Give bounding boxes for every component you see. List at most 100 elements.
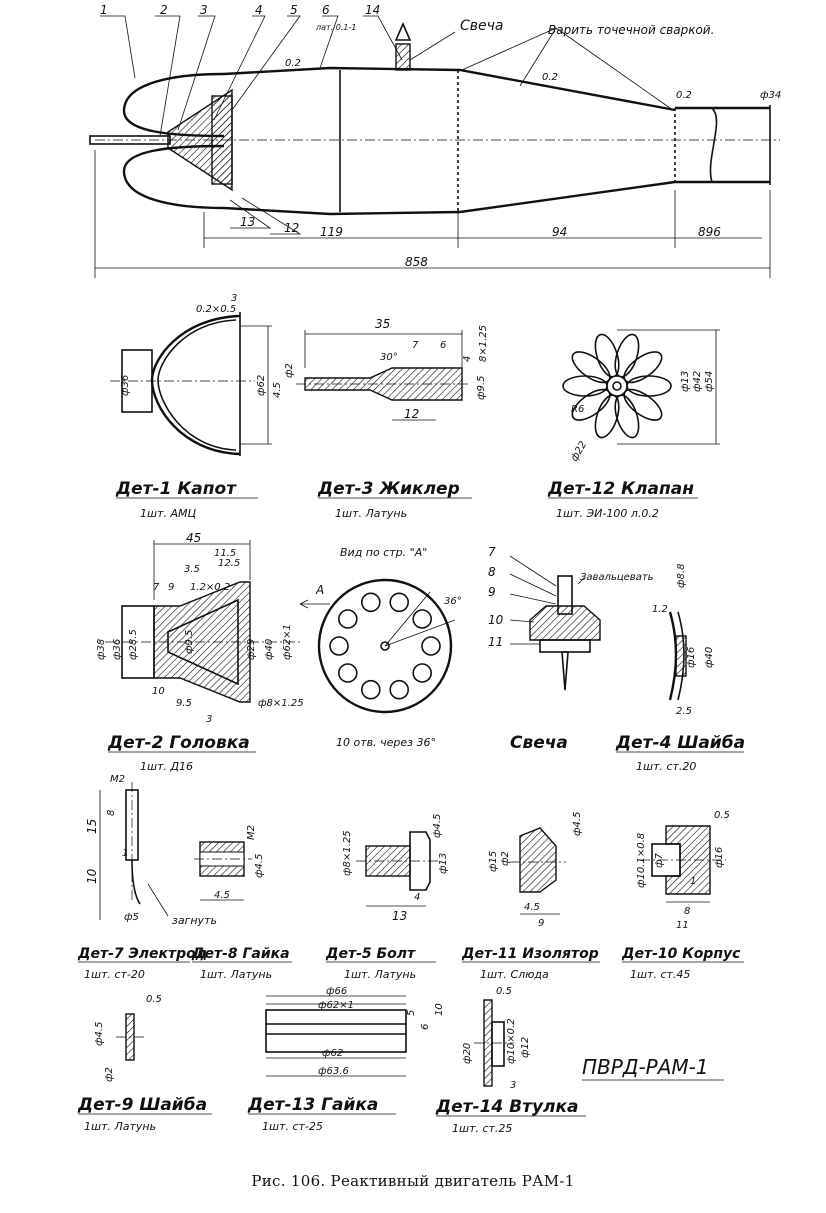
- leader-5: 5: [290, 3, 298, 17]
- d14-dim-2: ф10×0.2: [506, 1018, 517, 1064]
- d7-spec: 1шт. ст-20: [84, 968, 145, 981]
- thickness-3: 0.2: [676, 90, 692, 101]
- d12-dim-0: R6: [571, 404, 584, 415]
- d1-dim-3: ф62: [256, 375, 267, 396]
- d4-dim-3: ф40: [704, 647, 715, 668]
- d9-dim-2: ф2: [104, 1067, 115, 1082]
- d13-title: Дет-13 Гайка: [247, 1095, 378, 1115]
- d2-dim-16: 9.5: [176, 698, 192, 709]
- d11-dim-3: 4.5: [524, 902, 540, 913]
- d5-dim-0: ф8×1.25: [342, 830, 353, 876]
- d10-dim-6: 11: [676, 920, 689, 931]
- d7-dim-3: 10: [85, 868, 99, 884]
- d4-dim-4: 2.5: [676, 706, 692, 717]
- d2-spec: 1шт. Д16: [140, 760, 193, 773]
- d10-dim-2: ф7: [654, 852, 665, 868]
- valve-petal: [626, 375, 672, 397]
- d1-dim-1: 3: [231, 293, 237, 304]
- d3-dim-6: ф2: [284, 363, 295, 378]
- dim-front: 119: [320, 225, 343, 239]
- d2-dim-3: 12.5: [218, 558, 240, 569]
- valve-petal: [562, 375, 608, 397]
- d3-dim-9: ф9.5: [476, 376, 487, 400]
- detail-view-a: 36° Вид по стр. "А" 10 отв. через 36°: [317, 546, 462, 749]
- tail-diameter: ф34: [760, 90, 781, 101]
- d14-dim-0: 0.5: [496, 986, 512, 997]
- detail-valve: R6 ф22 ф13 ф42 ф54 Дет-12 Клапан 1шт. ЭИ…: [547, 329, 720, 520]
- valve-petal: [594, 394, 620, 439]
- d7-dim-5: ф5: [124, 912, 139, 923]
- dim-tail: 896: [698, 225, 721, 239]
- d11-dim-2: ф4.5: [572, 812, 583, 836]
- d2-dim-5: 7: [153, 582, 160, 593]
- d10-dim-3: ф16: [714, 847, 725, 868]
- d2-dim-9: ф28.5: [128, 629, 139, 660]
- dim-overall: 858: [405, 255, 428, 269]
- d5-dim-1: ф4.5: [432, 814, 443, 838]
- detail-washer-9: 0.5 ф4.5 ф2 Дет-9 Шайба 1шт. Латунь: [77, 994, 212, 1133]
- d3-spec: 1шт. Латунь: [335, 507, 407, 520]
- d2-dim-15: 10: [152, 686, 165, 697]
- detail-sleeve: 0.5 ф20 ф10×0.2 ф12 3 Дет-14 Втулка 1шт.…: [435, 986, 586, 1135]
- d3-dim-0: 35: [375, 317, 390, 331]
- d2-dim-8: ф36: [112, 639, 123, 660]
- thickness-2: 0.2: [542, 72, 558, 83]
- leader-1: 1: [100, 3, 108, 17]
- valve-petals: [562, 333, 672, 439]
- spark-leader-7: 7: [488, 545, 496, 559]
- d4-title: Дет-4 Шайба: [615, 733, 745, 753]
- view-hole: [360, 592, 381, 613]
- d3-dim-7: 4.5: [272, 382, 283, 398]
- d2-dim-17: 3: [206, 714, 212, 725]
- figure-caption: Рис. 106. Реактивный двигатель РАМ-1: [251, 1172, 575, 1190]
- d10-spec: 1шт. ст.45: [630, 968, 690, 981]
- d4-dim-1: ф8.8: [676, 564, 687, 588]
- d5-dim-3: 13: [392, 909, 407, 923]
- view-hole: [337, 609, 358, 629]
- d2-title: Дет-2 Головка: [107, 733, 250, 753]
- view-hole: [329, 636, 349, 656]
- d2-dim-1: 11.5: [214, 548, 236, 559]
- d2-dim-2: 3.5: [184, 564, 200, 575]
- detail-hood: 0.2×0.5 3 ф36 ф62 Дет-1 Капот 1шт. АМЦ: [110, 293, 272, 520]
- view-spec: 10 отв. через 36°: [336, 736, 436, 749]
- d2-dim-11: ф29: [246, 639, 257, 660]
- d3-title: Дет-3 Жиклер: [317, 479, 460, 499]
- detail-spark-plug: 7 8 9 10 11 Завальцевать Свеча: [488, 545, 654, 753]
- d11-title: Дет-11 Изолятор: [461, 946, 599, 962]
- assembly-drawing: 1 2 3 4 5 6 лат. 0.1-1 14 Свеча Варить т…: [89, 3, 781, 278]
- detail-bolt: ф8×1.25 ф4.5 ф13 13 4 Дет-5 Болт 1шт. Ла…: [325, 814, 449, 981]
- d10-dim-4: 1: [690, 876, 696, 887]
- d13-spec: 1шт. ст-25: [262, 1120, 323, 1133]
- d7-dim-6: загнуть: [172, 914, 217, 927]
- d2-dim-4: 1.2×0.2: [190, 582, 230, 593]
- d2-arrow-a: A: [315, 583, 324, 597]
- d3-dim-4: 8×1.25: [478, 325, 489, 362]
- d13-dim-3: ф63.6: [318, 1066, 349, 1077]
- d13-dim-1: ф62×1: [318, 1000, 354, 1011]
- d10-dim-1: ф10.1×0.8: [636, 833, 647, 888]
- view-angle: 36°: [444, 596, 462, 607]
- d8-dim-0: M2: [246, 825, 257, 840]
- d2-dim-7: ф38: [96, 639, 107, 660]
- leader-2: 2: [160, 3, 168, 17]
- d11-spec: 1шт. Слюда: [480, 968, 549, 981]
- d1-dim-0: 0.2×0.5: [196, 304, 236, 315]
- d2-dim-0: 45: [186, 531, 201, 545]
- d13-dim-5: 6: [420, 1024, 431, 1030]
- view-holes: [329, 592, 441, 700]
- d1-title: Дет-1 Капот: [115, 479, 237, 499]
- d9-dim-0: 0.5: [146, 994, 162, 1005]
- d2-dim-12: ф40: [264, 639, 275, 660]
- d5-spec: 1шт. Латунь: [344, 968, 416, 981]
- d11-dim-1: ф2: [500, 851, 511, 866]
- d14-dim-3: ф12: [520, 1037, 531, 1058]
- view-hole: [412, 663, 433, 683]
- d3-dim-3: 4: [462, 356, 473, 362]
- d12-dim-3: ф42: [692, 371, 703, 392]
- spark-leader-11: 11: [488, 635, 503, 649]
- d3-dim-5: 30°: [380, 352, 398, 363]
- d11-dim-0: ф15: [488, 851, 499, 872]
- view-hole: [360, 679, 381, 700]
